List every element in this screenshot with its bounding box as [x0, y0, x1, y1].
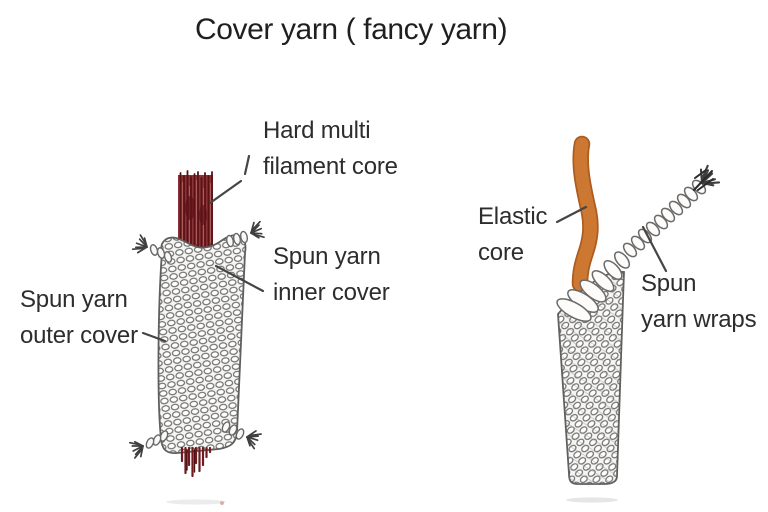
shadow-smudges [166, 497, 618, 505]
elastic-band-icon [571, 135, 599, 293]
spun-cover-body [157, 234, 247, 454]
core-fringe [180, 446, 212, 478]
leader-hard-core [243, 154, 251, 176]
label-spun-yarn-wraps: Spun yarn wraps [641, 270, 757, 333]
leader-lines [141, 154, 668, 343]
frayed-arm-top-right [225, 219, 266, 248]
leader-outer-cover [141, 331, 167, 343]
leader-hard-core-2 [208, 179, 243, 205]
label-hard-multifilament-core: Hard multi filament core [263, 117, 398, 180]
multifilament-core-icon [178, 170, 213, 250]
leader-yarn-wraps [641, 225, 668, 273]
wrapped-column-crosshatch [558, 271, 624, 484]
leader-inner-cover [214, 264, 265, 293]
label-spun-yarn-inner-cover: Spun yarn inner cover [273, 243, 390, 306]
left-yarn-figure [128, 170, 266, 478]
diagram-title: Cover yarn ( fancy yarn) [195, 13, 508, 46]
label-spun-yarn-outer-cover: Spun yarn outer cover [20, 286, 138, 349]
right-yarn-figure [556, 135, 722, 485]
frayed-arm-top-left [131, 233, 173, 263]
coil-frayed-tip [693, 163, 722, 192]
frayed-arm-bottom-left [128, 430, 169, 460]
leader-elastic-core [555, 205, 588, 224]
label-elastic-core: Elastic core [478, 203, 548, 266]
frayed-arm-bottom-right [221, 421, 263, 450]
spun-wrap-coil-icon [556, 179, 707, 322]
